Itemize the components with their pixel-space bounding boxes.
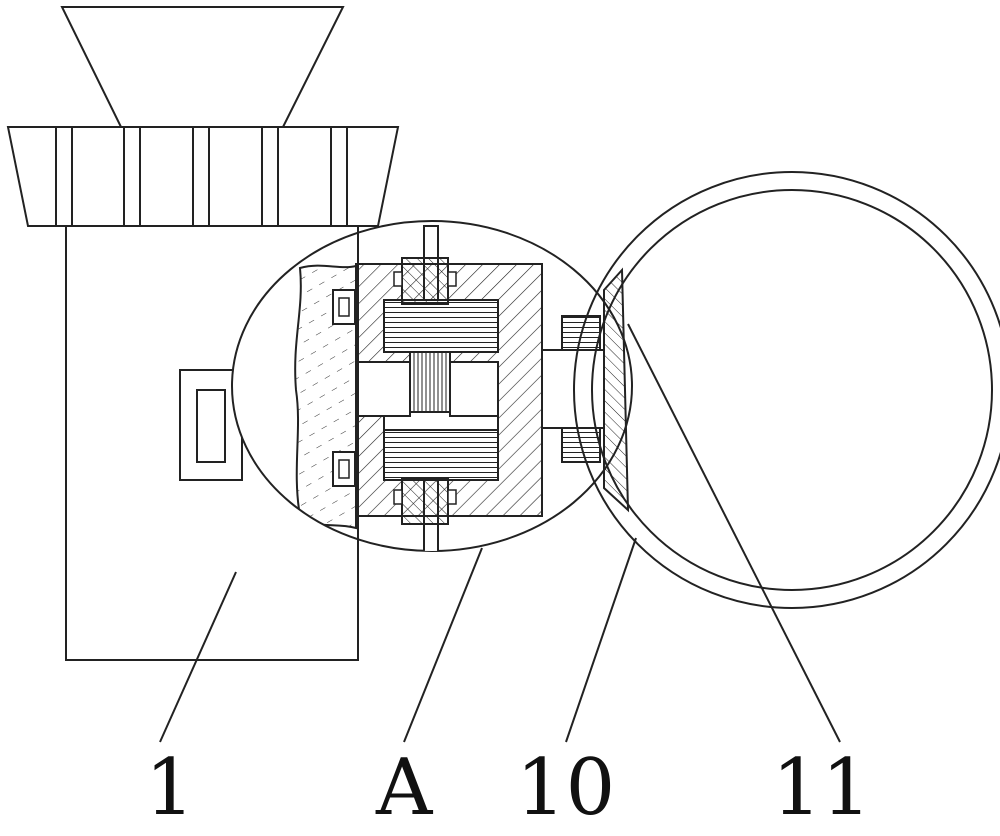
upper-gear	[383, 299, 499, 353]
lid	[6, 126, 400, 227]
leader-a	[403, 547, 483, 743]
leader-11	[627, 323, 841, 743]
detail-a-ellipse	[231, 220, 633, 660]
leader-1	[159, 571, 237, 743]
label-10: 10	[516, 743, 616, 833]
leader-10	[565, 537, 637, 743]
ring-10	[573, 171, 1000, 609]
center-gear	[409, 351, 451, 413]
leader-lines	[159, 323, 841, 743]
pad-11	[603, 267, 630, 513]
lower-gear	[383, 429, 499, 481]
label-11: 11	[772, 743, 872, 833]
label-a: A	[376, 743, 433, 833]
control-panel-window	[196, 389, 226, 463]
label-1: 1	[145, 743, 195, 833]
hopper	[60, 6, 345, 128]
